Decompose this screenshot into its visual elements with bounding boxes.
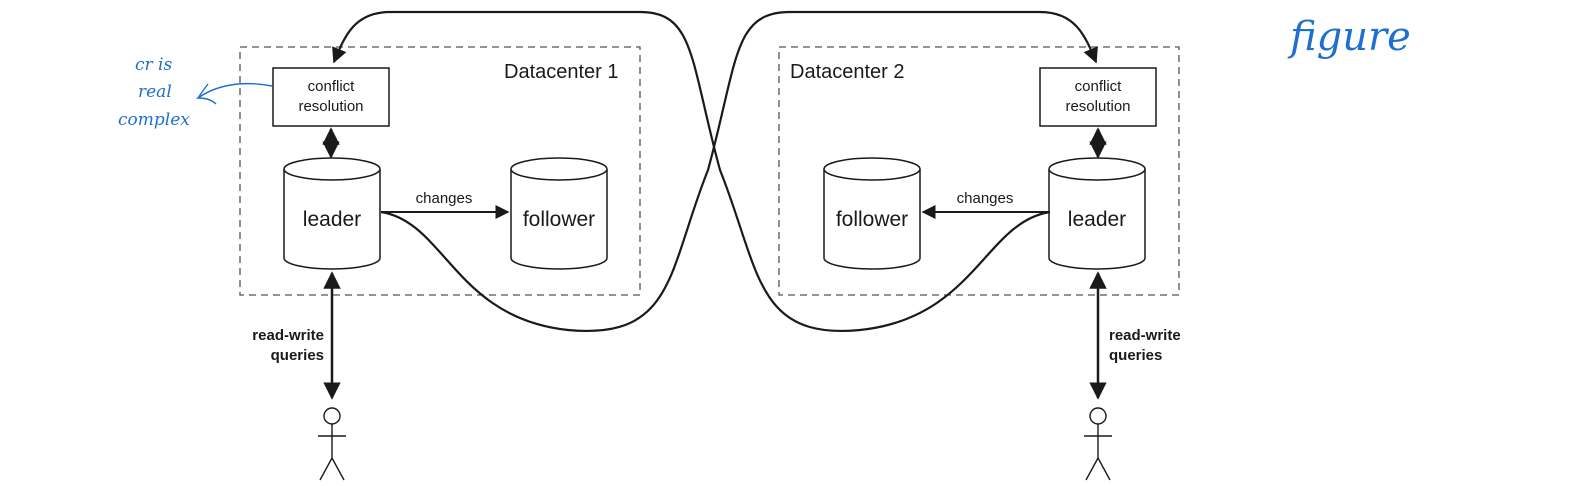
user-icon-2 [1084, 407, 1112, 481]
handwritten-note-right: figure [1287, 14, 1411, 60]
leader-db-2: leader [1048, 157, 1146, 270]
datacenter-1: Datacenter 1 conflict resolution leader … [239, 46, 641, 296]
follower-db-2: follower [823, 157, 921, 270]
handwritten-note-left: cr is real complex [118, 55, 273, 130]
changes-label-1: changes [416, 190, 473, 207]
svg-text:resolution: resolution [1065, 98, 1130, 115]
conflict-resolution-box-2: conflict resolution [1039, 67, 1157, 127]
leader-db-1: leader [283, 157, 381, 270]
svg-text:leader: leader [1068, 208, 1126, 231]
svg-text:follower: follower [836, 208, 908, 231]
queries-label-1: read-write [252, 327, 324, 344]
datacenter-2-title: Datacenter 2 [790, 61, 905, 83]
handwritten-arrow [195, 83, 273, 105]
svg-text:leader: leader [303, 208, 361, 231]
svg-text:real: real [138, 82, 172, 102]
svg-text:resolution: resolution [298, 98, 363, 115]
svg-text:complex: complex [118, 110, 190, 130]
replication-curve-dc2-to-dc1 [332, 10, 1051, 333]
svg-text:cr is: cr is [135, 55, 172, 75]
conflict-resolution-box-1: conflict resolution [272, 67, 390, 127]
queries-label-1b: queries [271, 347, 324, 364]
datacenter-2: Datacenter 2 conflict resolution followe… [778, 46, 1180, 296]
changes-label-2: changes [957, 190, 1014, 207]
replication-curve-dc1-to-dc2 [380, 10, 1098, 333]
svg-text:conflict: conflict [1075, 78, 1123, 95]
datacenter-1-title: Datacenter 1 [504, 61, 619, 83]
user-icon-1 [318, 407, 346, 481]
follower-db-1: follower [510, 157, 608, 270]
queries-label-2: read-write [1109, 327, 1181, 344]
svg-text:conflict: conflict [308, 78, 356, 95]
svg-text:follower: follower [523, 208, 595, 231]
queries-label-2b: queries [1109, 347, 1162, 364]
